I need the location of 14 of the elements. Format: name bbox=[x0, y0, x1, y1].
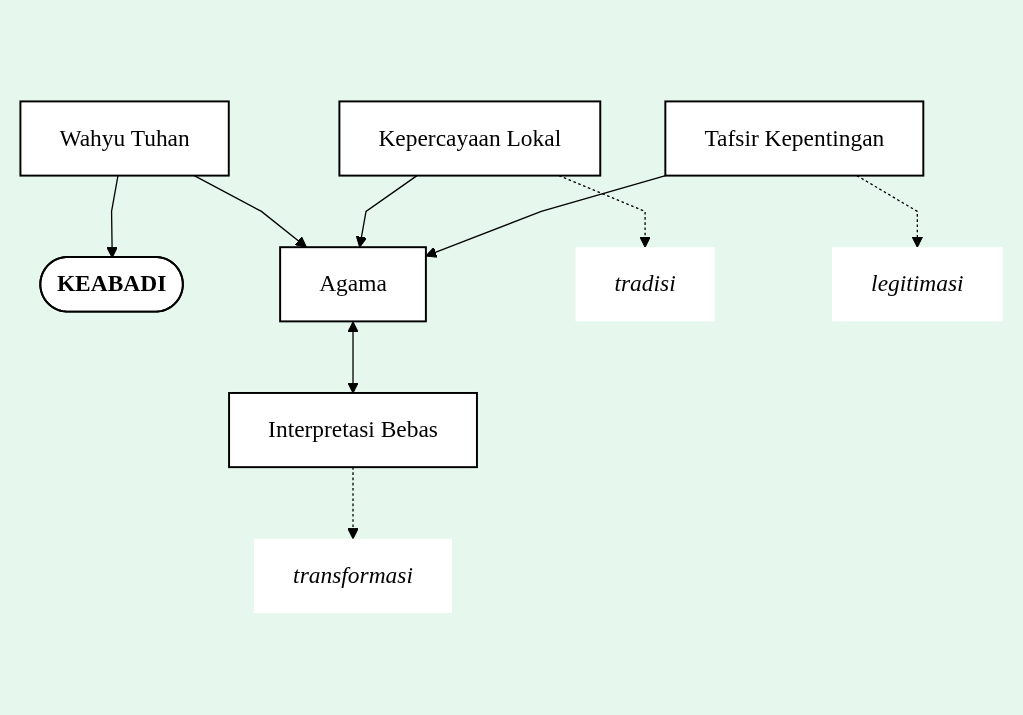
node-box: Tafsir Kepentingan bbox=[664, 100, 925, 177]
arrow bbox=[193, 175, 307, 249]
arrow bbox=[106, 175, 119, 259]
arrow bbox=[347, 321, 359, 394]
arrow bbox=[355, 175, 418, 249]
node-box: transformasi bbox=[254, 539, 452, 614]
arrow bbox=[425, 175, 667, 258]
node-box: Wahyu Tuhan bbox=[19, 100, 230, 177]
node-box: tradisi bbox=[575, 247, 715, 322]
node-box: Kepercayaan Lokal bbox=[338, 100, 602, 177]
node-box: Interpretasi Bebas bbox=[228, 392, 478, 469]
node-box: legitimasi bbox=[832, 247, 1003, 322]
node-box: Agama bbox=[279, 246, 427, 323]
arrow bbox=[347, 466, 359, 540]
